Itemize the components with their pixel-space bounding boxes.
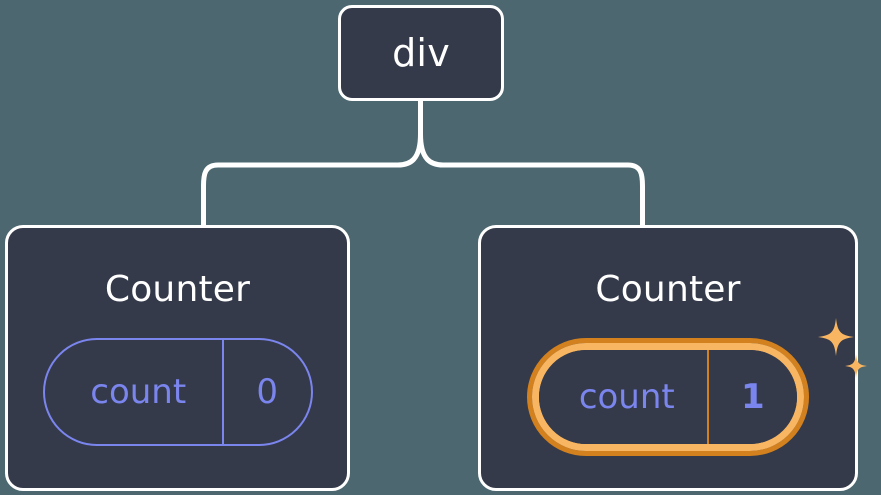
edge-root-to-left xyxy=(201,131,423,229)
node-counter-left[interactable]: Counter count 0 xyxy=(5,225,350,491)
edge-root-to-right xyxy=(418,131,645,229)
state-key-label-left: count xyxy=(90,372,187,412)
state-pill-highlight-ring-inner: count 1 xyxy=(532,343,804,451)
node-counter-right[interactable]: Counter count 1 xyxy=(478,225,867,491)
state-pill-wrapper-right: count 1 xyxy=(527,318,867,456)
node-root-label: div xyxy=(392,31,450,75)
sparkle-small-icon xyxy=(845,354,867,378)
state-pill-count-right[interactable]: count 1 xyxy=(539,350,797,444)
node-root-div[interactable]: div xyxy=(338,5,504,101)
state-pill-count-left[interactable]: count 0 xyxy=(42,338,313,446)
sparkle-group xyxy=(818,318,867,378)
state-pill-highlight-ring-outer: count 1 xyxy=(527,338,809,456)
state-key-label-right: count xyxy=(578,377,675,417)
state-value-label-right: 1 xyxy=(706,350,797,444)
node-counter-right-label: Counter xyxy=(595,269,741,310)
node-counter-left-label: Counter xyxy=(104,269,251,310)
state-value-label-left: 0 xyxy=(221,340,311,444)
sparkle-large-icon xyxy=(818,318,854,356)
state-pill-wrapper-left: count 0 xyxy=(42,338,313,446)
